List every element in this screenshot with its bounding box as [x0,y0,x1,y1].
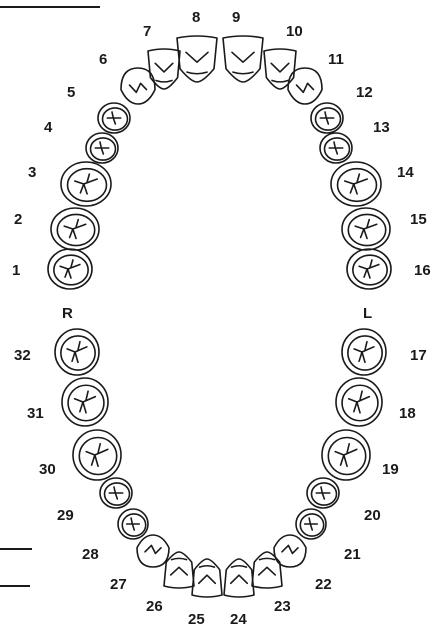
tooth-number-label: 2 [14,211,22,228]
tooth-number-label: 10 [286,23,303,40]
teeth-layer [48,36,391,597]
tooth-number-label: 28 [82,546,99,563]
tooth-10[interactable] [264,49,296,89]
tooth-number-label: 13 [373,119,390,136]
tooth-17[interactable] [342,329,386,375]
tooth-14[interactable] [331,162,381,206]
tooth-number-label: 19 [382,461,399,478]
tooth-4[interactable] [86,133,118,163]
tooth-number-label: 1 [12,262,20,279]
tooth-11[interactable] [288,68,322,104]
tooth-number-label: 29 [57,507,74,524]
tooth-number-label: 26 [146,598,163,615]
tooth-number-label: 3 [28,164,36,181]
tooth-20[interactable] [307,478,339,508]
tooth-number-label: 30 [39,461,56,478]
tooth-number-label: 18 [399,405,416,422]
tooth-number-label: 6 [99,51,107,68]
tooth-number-label: 25 [188,611,205,628]
tooth-5[interactable] [98,103,130,133]
tooth-number-label: 8 [192,9,200,26]
tooth-13[interactable] [320,133,352,163]
tooth-25[interactable] [192,559,222,597]
tooth-number-label: 16 [414,262,431,279]
tooth-8[interactable] [177,36,217,82]
tooth-27[interactable] [137,535,169,567]
tooth-2[interactable] [51,208,99,250]
tooth-number-label: 17 [410,347,427,364]
tooth-number-label: 5 [67,84,75,101]
tooth-16[interactable] [347,249,391,289]
tooth-number-label: 20 [364,507,381,524]
tooth-number-label: 7 [143,23,151,40]
tooth-number-label: 23 [274,598,291,615]
left-side-label: L [363,305,372,322]
tooth-29[interactable] [100,478,132,508]
tooth-26[interactable] [164,552,194,588]
tooth-number-label: 9 [232,9,240,26]
right-side-label: R [62,305,73,322]
tooth-number-label: 22 [315,576,332,593]
tooth-number-label: 24 [230,611,247,628]
tooth-number-label: 4 [44,119,53,136]
tooth-number-label: 21 [344,546,361,563]
tooth-number-label: 15 [410,211,427,228]
tooth-28[interactable] [118,509,148,539]
tooth-30[interactable] [73,430,121,480]
tooth-3[interactable] [61,162,111,206]
tooth-7[interactable] [148,49,180,89]
tooth-number-label: 11 [328,51,344,68]
tooth-12[interactable] [311,103,343,133]
tooth-1[interactable] [48,249,92,289]
tooth-21[interactable] [296,509,326,539]
tooth-number-label: 27 [110,576,127,593]
tooth-19[interactable] [322,430,370,480]
tooth-18[interactable] [336,378,382,426]
tooth-9[interactable] [223,36,263,82]
tooth-23[interactable] [252,552,282,588]
tooth-24[interactable] [224,559,254,597]
tooth-number-label: 31 [27,405,44,422]
tooth-number-label: 14 [397,164,414,181]
tooth-31[interactable] [62,378,108,426]
tooth-32[interactable] [55,329,99,375]
tooth-number-label: 12 [356,84,373,101]
tooth-15[interactable] [342,208,390,250]
tooth-number-label: 32 [14,347,31,364]
